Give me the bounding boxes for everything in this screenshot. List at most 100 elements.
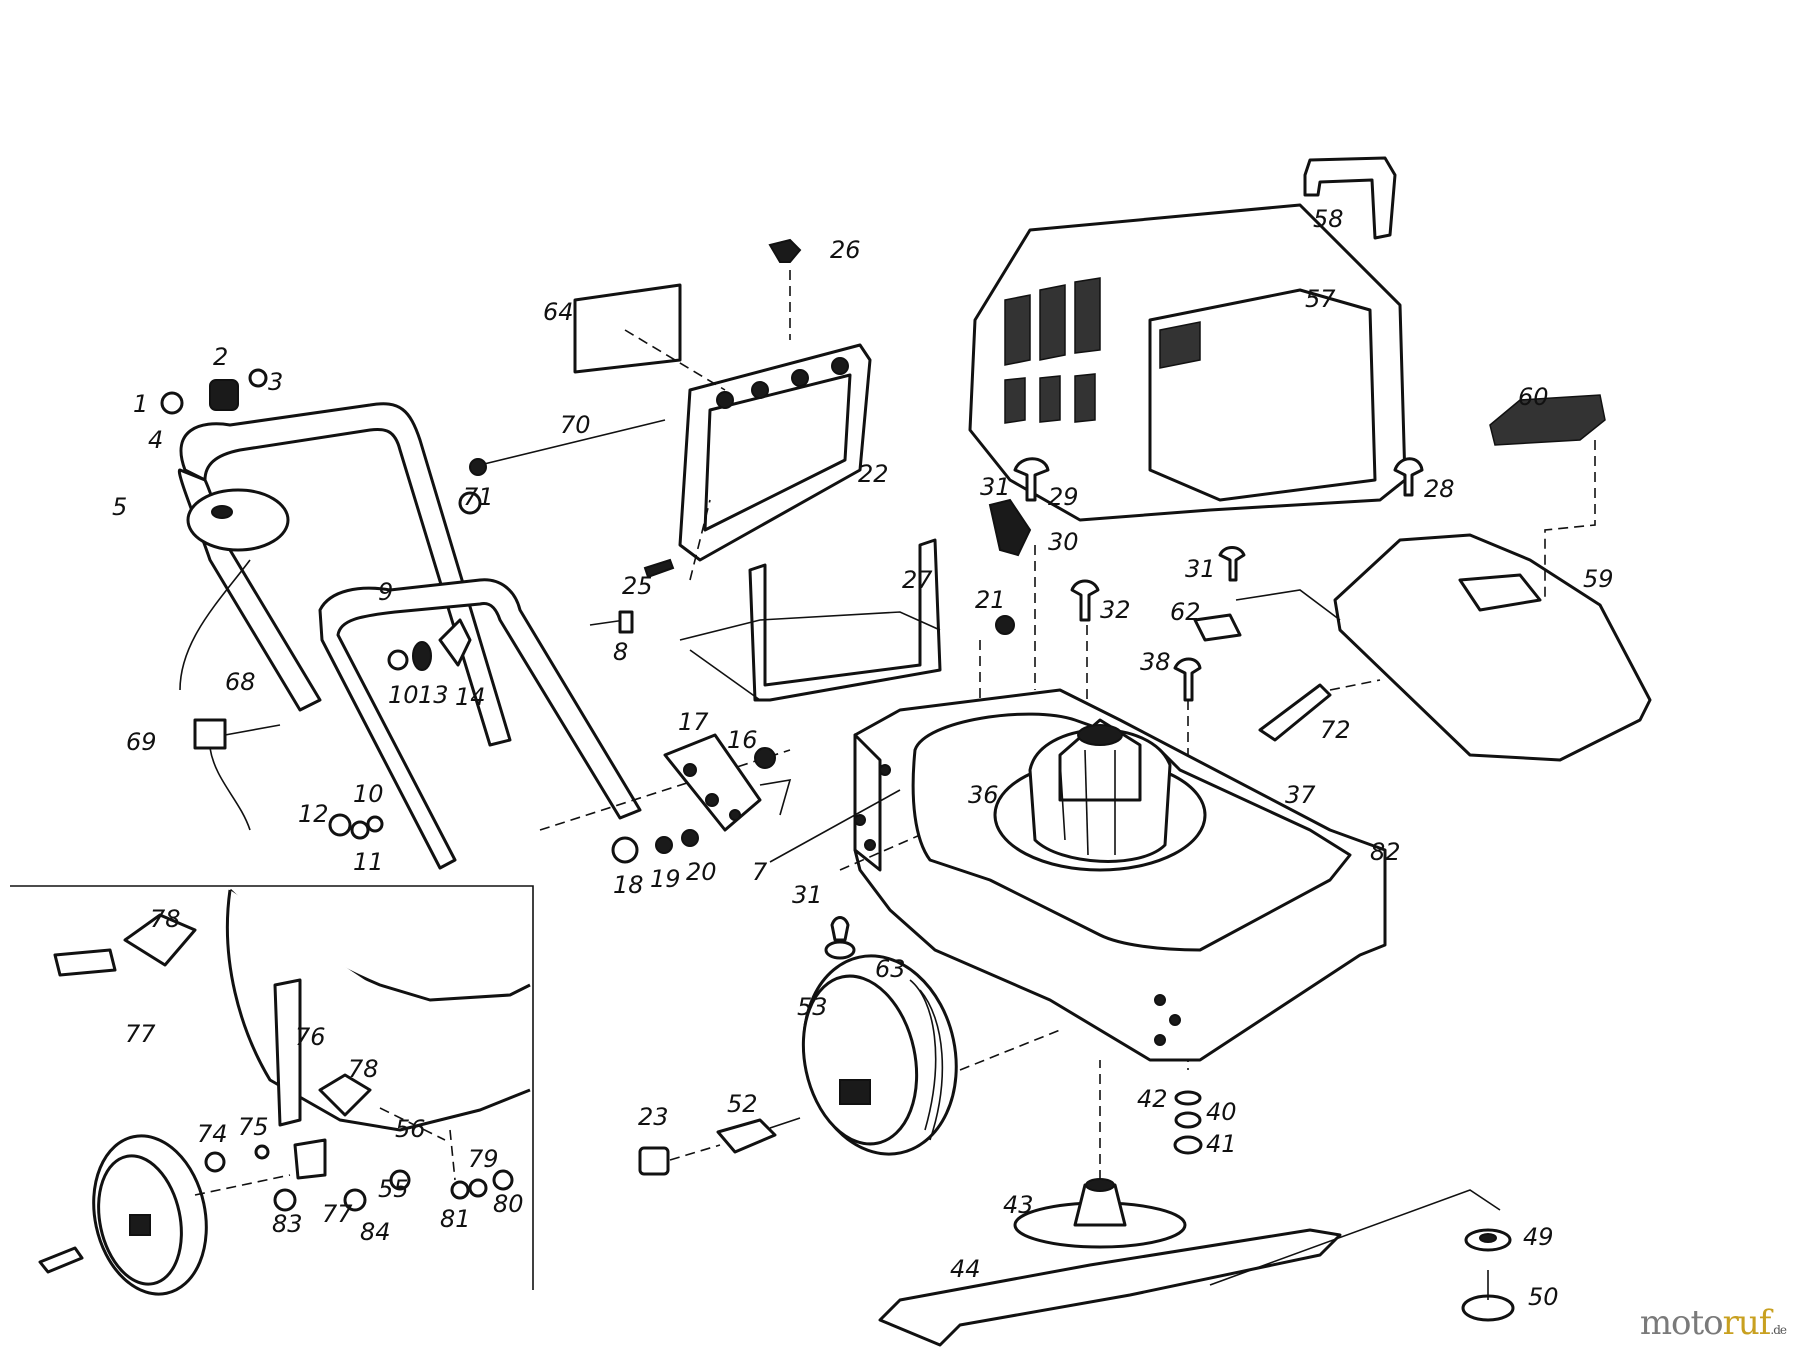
frame-27: [679, 538, 942, 702]
callout-label: 41: [1206, 1130, 1237, 1158]
callout-label: 71: [463, 483, 494, 511]
callout-label: 22: [858, 460, 889, 488]
blade-44: [878, 1189, 1501, 1347]
label-plate-64: [573, 283, 726, 391]
callout-label: 62: [1170, 598, 1201, 626]
callout-label: 43: [1003, 1191, 1034, 1219]
callout-label: 84: [360, 1218, 391, 1246]
hinge-72: [1258, 679, 1381, 742]
stud-31-lower: [824, 834, 921, 960]
rear-cover-59: [1333, 533, 1652, 762]
callout-label: 55: [378, 1175, 409, 1203]
callout-label: 40: [1206, 1098, 1237, 1126]
callout-label: 9: [378, 578, 393, 606]
height-adjuster-17: [611, 733, 792, 864]
inset-box: [10, 885, 534, 1296]
axle-bolt-52: [716, 1117, 801, 1154]
callout-label: 4: [148, 426, 163, 454]
callout-label: 27: [902, 566, 933, 594]
callout-label: 14: [455, 683, 486, 711]
leaders-deck: [539, 749, 901, 863]
lid-60: [1489, 394, 1606, 600]
callout-label: 10: [388, 681, 419, 709]
callout-label: 72: [1320, 716, 1351, 744]
wheel-53: [801, 954, 1061, 1156]
callout-label: 63: [875, 955, 906, 983]
callout-label: 29: [1048, 483, 1079, 511]
callout-label: 81: [440, 1205, 471, 1233]
callout-label: 74: [197, 1120, 228, 1148]
callout-label: 19: [650, 865, 681, 893]
callout-label: 3: [268, 368, 283, 396]
callout-label: 5: [112, 493, 127, 521]
callout-label: 18: [613, 871, 644, 899]
callout-label: 31: [980, 473, 1011, 501]
switch-box: [186, 488, 290, 552]
callout-label: 70: [560, 411, 591, 439]
callout-label: 7: [752, 858, 768, 886]
washers-40-41-42: [1173, 1090, 1203, 1155]
callout-label: 56: [395, 1115, 426, 1143]
capacitor-30: [988, 498, 1036, 690]
callout-label: 31: [1185, 555, 1216, 583]
callout-label: 17: [678, 708, 709, 736]
clip-26: [768, 238, 802, 340]
watermark-accent: ruf: [1722, 1303, 1772, 1343]
callout-label: 31: [792, 881, 823, 909]
callout-label: 23: [638, 1103, 669, 1131]
callout-label: 13: [418, 681, 449, 709]
callout-label: 28: [1424, 475, 1455, 503]
callout-label: 16: [727, 726, 758, 754]
screws-28-29-31-32-38: [1013, 457, 1424, 1070]
plate-62: [1193, 613, 1242, 642]
callout-label: 25: [622, 572, 653, 600]
callout-label: 77: [322, 1200, 353, 1228]
cap-23: [638, 1144, 721, 1176]
callout-label: 37: [1285, 781, 1316, 809]
callout-label: 57: [1305, 285, 1336, 313]
callout-label: 76: [295, 1023, 326, 1051]
callout-label: 78: [348, 1055, 379, 1083]
chute-flap: [678, 343, 872, 562]
cable-and-plug: [179, 559, 281, 831]
watermark-main: moto: [1639, 1303, 1724, 1343]
callout-label: 1: [133, 390, 148, 418]
motor-36: [993, 718, 1207, 872]
callout-label: 38: [1140, 648, 1171, 676]
callout-label: 80: [493, 1190, 524, 1218]
callout-label: 20: [686, 858, 717, 886]
callout-label: 60: [1518, 383, 1549, 411]
callout-label: 82: [1370, 838, 1401, 866]
callout-label: 50: [1528, 1283, 1559, 1311]
callout-label: 36: [968, 781, 999, 809]
callout-label: 79: [468, 1145, 499, 1173]
callout-label: 26: [830, 236, 861, 264]
callout-label: 78: [150, 905, 181, 933]
callout-label: 52: [727, 1090, 758, 1118]
callout-label: 12: [298, 800, 329, 828]
callout-label: 44: [950, 1255, 981, 1283]
lower-handle: [318, 578, 642, 870]
callout-label: 77: [125, 1020, 156, 1048]
bolt-21: [979, 615, 1015, 700]
callout-label: 2: [213, 343, 228, 371]
callout-label: 10: [353, 780, 384, 808]
callout-label: 53: [797, 993, 828, 1021]
callout-label: 32: [1100, 596, 1131, 624]
callout-labels: 1 2 3 4 5 7 8 9 10 10 11 12 13 14 16 17 …: [112, 205, 1614, 1311]
callout-label: 58: [1313, 205, 1344, 233]
axle-rod-70: [469, 419, 666, 476]
callout-label: 64: [543, 298, 574, 326]
callout-label: 75: [238, 1113, 269, 1141]
bolt-25: [643, 499, 711, 581]
callout-label: 59: [1583, 565, 1614, 593]
catcher-handle-58: [1303, 156, 1397, 240]
watermark-tld: .de: [1770, 1323, 1787, 1337]
callout-label: 69: [126, 728, 157, 756]
blade-adapter-43: [1013, 1060, 1187, 1249]
callout-label: 68: [225, 668, 256, 696]
fasteners-upper-left: [160, 368, 634, 840]
callout-label: 49: [1523, 1223, 1554, 1251]
callout-label: 83: [272, 1210, 303, 1238]
